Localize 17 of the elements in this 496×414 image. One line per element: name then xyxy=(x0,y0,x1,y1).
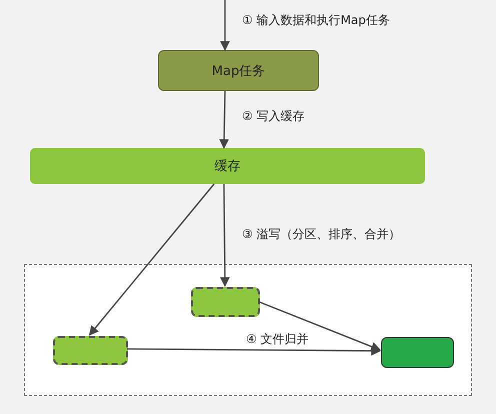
edge-label: ② 写入缓存 xyxy=(240,108,307,124)
arrow xyxy=(88,184,215,336)
arrow xyxy=(127,346,381,356)
node-label: Map任务 xyxy=(212,62,266,80)
dashed-container xyxy=(24,264,472,396)
arrow xyxy=(220,0,230,51)
edge-label: ④ 文件归并 xyxy=(244,331,311,347)
arrow xyxy=(220,184,230,287)
edge-label: ① 输入数据和执行Map任务 xyxy=(240,12,392,28)
arrow xyxy=(219,90,229,149)
spill-file-box xyxy=(191,287,260,317)
node-label: 缓存 xyxy=(214,158,240,175)
spill-file-box xyxy=(53,336,128,365)
merged-file-box xyxy=(381,337,454,368)
arrow xyxy=(258,301,381,352)
buffer-bar xyxy=(30,148,425,184)
process-box xyxy=(158,50,319,91)
